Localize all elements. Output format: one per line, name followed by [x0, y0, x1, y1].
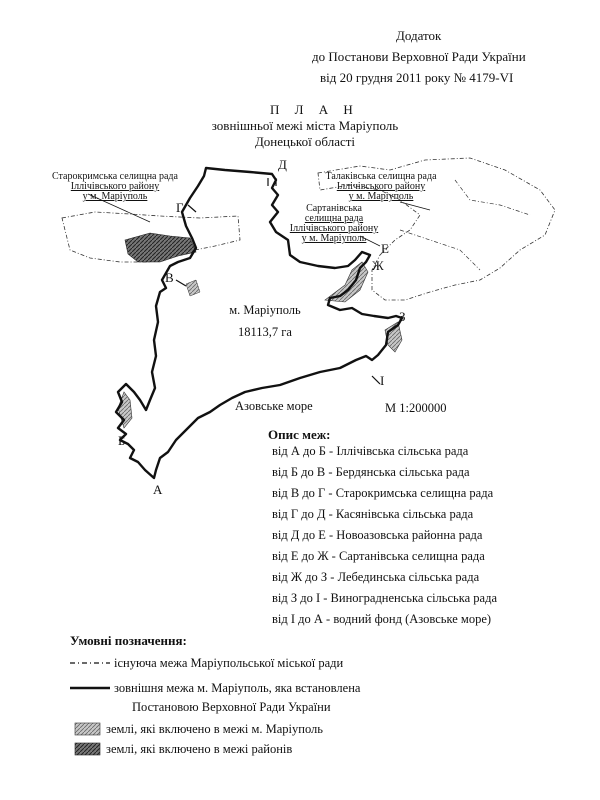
- resolution-date: від 20 грудня 2011 року № 4179-VI: [320, 70, 514, 85]
- leader-talakivska: [399, 201, 431, 211]
- existing-boundary-inner: [454, 179, 531, 216]
- description-item: від А до Б - Іллічівська сільська рада: [272, 444, 469, 458]
- label-sartanivska-line4: у м. Маріуполь: [301, 233, 367, 244]
- plan-title: П Л А Н: [270, 102, 359, 117]
- plan-region: Донецької області: [254, 134, 356, 149]
- plan-subtitle: зовнішньої межі міста Маріуполь: [211, 118, 399, 133]
- description-item: від З до І - Виноградненська сільська ра…: [272, 591, 498, 605]
- point-e: Е: [381, 241, 389, 256]
- description-item: від Б до В - Бердянська сільська рада: [272, 465, 470, 479]
- leader-starokrymska: [87, 193, 151, 223]
- label-talakivska: Талаківська селищна рада Іллічівського р…: [316, 172, 446, 202]
- label-sartanivska-line1: Сартанівська: [306, 203, 362, 214]
- point-d: Д: [278, 157, 287, 172]
- description-item: від Е до Ж - Сартанівська селищна рада: [272, 549, 485, 563]
- boundary-tick-i: [371, 375, 381, 385]
- existing-boundary-northeast: [317, 157, 556, 301]
- label-starokrymska: Старокримська селищна рада Іллічівського…: [35, 172, 195, 202]
- legend-district-lands: землі, які включено в межі районів: [106, 742, 293, 756]
- leader-sartanivska: [359, 235, 381, 247]
- point-g: Г: [176, 200, 184, 215]
- existing-boundary-inner-2: [399, 229, 481, 271]
- resolution-ref: до Постанови Верховної Ради України: [312, 49, 526, 64]
- label-starokrymska-line2: Іллічівського району: [70, 181, 160, 192]
- point-v: В: [165, 270, 174, 285]
- description-list: від А до Б - Іллічівська сільська рада в…: [272, 441, 497, 630]
- description-item: від В до Г - Старокримська селищна рада: [272, 486, 494, 500]
- legend-existing-boundary: існуюча межа Маріупольської міської ради: [114, 656, 344, 670]
- label-talakivska-line2: Іллічівського району: [336, 181, 426, 192]
- point-zh: Ж: [372, 258, 384, 273]
- legend-outer-boundary-cont: Постановою Верховної Ради України: [132, 700, 331, 714]
- legend-outer-boundary: зовнішня межа м. Маріуполь, яка встановл…: [114, 681, 361, 695]
- label-talakivska-line1: Талаківська селищна рада: [325, 171, 437, 182]
- city-area: 18113,7 га: [238, 325, 292, 339]
- label-sartanivska-line2: селищна рада: [304, 213, 364, 224]
- label-starokrymska-line3: у м. Маріуполь: [82, 191, 148, 202]
- boundary-tick-v: [175, 279, 187, 287]
- legend-district-land-swatch: [74, 742, 101, 756]
- label-sartanivska-line3: Іллічівського району: [289, 223, 379, 234]
- description-title: Опис меж:: [268, 427, 331, 442]
- existing-boundary-northwest: [61, 211, 241, 263]
- label-talakivska-line3: у м. Маріуполь: [348, 191, 414, 202]
- appendix-label: Додаток: [396, 28, 442, 43]
- point-i: І: [380, 373, 385, 388]
- boundary-tick-g: [187, 204, 197, 213]
- description-item: від І до А - водний фонд (Азовське море): [272, 612, 492, 626]
- label-starokrymska-line1: Старокримська селищна рада: [52, 171, 178, 182]
- point-z: З: [399, 309, 406, 324]
- district-land-northwest: [124, 232, 197, 263]
- city-land-west-2: [185, 279, 201, 297]
- outer-city-boundary: [114, 166, 404, 480]
- description-item: від Г до Д - Касянівська сільська рада: [272, 507, 474, 521]
- legend-city-lands: землі, які включено в межі м. Маріуполь: [106, 722, 323, 736]
- sea-label: Азовське море: [235, 399, 313, 413]
- description-item: від Ж до З - Лебединська сільська рада: [272, 570, 480, 584]
- description-item: від Д до Е - Новоазовська районна рада: [272, 528, 483, 542]
- city-land-east: [324, 261, 369, 303]
- point-b: Б: [118, 433, 126, 448]
- map-scale: М 1:200000: [385, 401, 447, 415]
- legend-city-land-swatch: [74, 722, 101, 736]
- legend-title: Умовні позначення:: [70, 633, 187, 648]
- boundary-tick-d: [267, 178, 277, 186]
- point-a: А: [153, 482, 163, 497]
- city-name: м. Маріуполь: [229, 303, 301, 317]
- label-sartanivska: Сартанівська селищна рада Іллічівського …: [280, 204, 388, 244]
